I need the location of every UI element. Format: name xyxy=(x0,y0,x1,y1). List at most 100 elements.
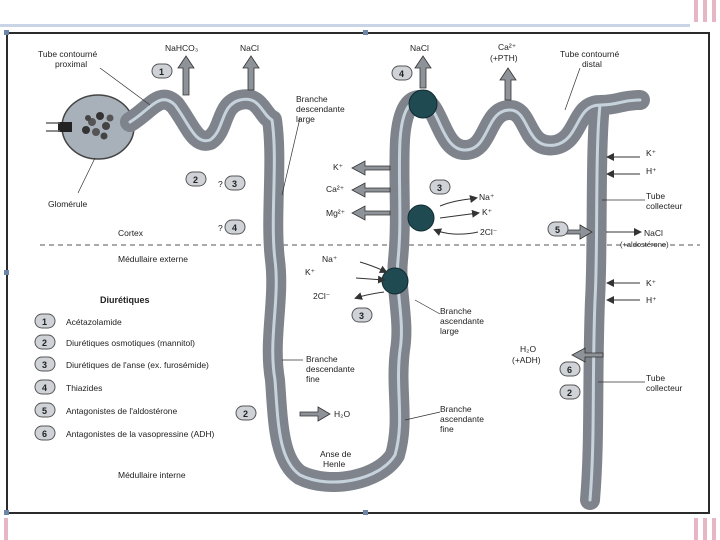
label-branche-desc-fine-3: fine xyxy=(306,374,320,384)
ion-ca-out: Ca²⁺ xyxy=(326,184,345,194)
svg-text:3: 3 xyxy=(232,179,237,189)
ion-nacl-coll-2: (+aldostérone) xyxy=(620,240,669,249)
label-branche-asc-fine-2: ascendante xyxy=(440,414,484,424)
badge-q3: 3 xyxy=(224,175,246,191)
svg-text:3: 3 xyxy=(359,311,364,321)
svg-text:1: 1 xyxy=(159,67,164,77)
frame-handle-bm[interactable] xyxy=(363,510,368,515)
label-branche-desc-large-3: large xyxy=(296,114,315,124)
badge-coll6: 6 xyxy=(559,361,581,377)
label-anse-henle-2: Henle xyxy=(323,459,345,469)
label-medullaire-interne: Médullaire interne xyxy=(118,470,186,480)
frame-handle-bl[interactable] xyxy=(4,510,9,515)
badges: 1 4 3 4 2 3 3 5 6 2 2 xyxy=(151,63,581,421)
label-branche-asc-large-2: ascendante xyxy=(440,316,484,326)
svg-text:Diurétiques de l'anse (ex. fur: Diurétiques de l'anse (ex. furosémide) xyxy=(66,360,209,370)
svg-text:Diurétiques osmotiques (mannit: Diurétiques osmotiques (mannitol) xyxy=(66,338,195,348)
label-tube-distal-1: Tube contourné xyxy=(560,49,619,59)
label-tube-collecteur-2a: Tube xyxy=(646,373,665,383)
label-branche-asc-large-1: Branche xyxy=(440,306,472,316)
badge-2-top: 2 xyxy=(185,171,207,187)
ion-h2o-adh-2: (+ADH) xyxy=(512,355,541,365)
legend-item: 1 Acétazolamide xyxy=(34,313,122,329)
ion-k-left: K⁺ xyxy=(305,267,316,277)
ion-na-in: Na⁺ xyxy=(479,192,495,202)
svg-text:6: 6 xyxy=(567,365,572,375)
frame-handle-tl[interactable] xyxy=(4,30,9,35)
svg-text:5: 5 xyxy=(555,225,560,235)
pump-thick-ascending-1 xyxy=(407,204,435,232)
pump-distal xyxy=(408,89,438,119)
label-tube-proximal-2: proximal xyxy=(55,59,87,69)
ion-mg-out: Mg²⁺ xyxy=(326,208,346,218)
label-branche-desc-large-2: descendante xyxy=(296,104,345,114)
label-tube-collecteur-1b: collecteur xyxy=(646,201,683,211)
svg-text:6: 6 xyxy=(42,429,47,439)
legend-title: Diurétiques xyxy=(100,295,150,305)
label-branche-desc-fine-2: descendante xyxy=(306,364,355,374)
svg-text:Acétazolamide: Acétazolamide xyxy=(66,317,122,327)
nephron-tubule xyxy=(120,89,650,510)
thin-arrows xyxy=(354,153,642,304)
label-branche-desc-large-1: Branche xyxy=(296,94,328,104)
legend-item: 4 Thiazides xyxy=(34,379,102,395)
ion-k-right: K⁺ xyxy=(646,148,657,158)
ion-nacl-asc: NaCl xyxy=(410,43,429,53)
legend-item: 6 Antagonistes de la vasopressine (ADH) xyxy=(34,425,215,441)
badge-asc3b: 3 xyxy=(351,307,373,323)
label-q1: ? xyxy=(218,179,223,189)
pointer-lines xyxy=(77,67,645,421)
badge-asc3: 3 xyxy=(429,179,451,195)
frame-handle-tm[interactable] xyxy=(363,30,368,35)
label-tube-collecteur-2b: collecteur xyxy=(646,383,683,393)
svg-text:2: 2 xyxy=(567,388,572,398)
label-tube-collecteur-1a: Tube xyxy=(646,191,665,201)
label-branche-asc-fine-3: fine xyxy=(440,424,454,434)
slide-top-rule xyxy=(0,24,690,27)
slide-corner-deco-top-2 xyxy=(703,0,707,22)
ion-k-out: K⁺ xyxy=(333,162,344,172)
svg-text:4: 4 xyxy=(399,69,404,79)
badge-coll5: 5 xyxy=(547,221,569,237)
svg-text:Antagonistes de la vasopressin: Antagonistes de la vasopressine (ADH) xyxy=(66,429,215,439)
label-branche-desc-fine-1: Branche xyxy=(306,354,338,364)
svg-text:Antagonistes de l'aldostérone: Antagonistes de l'aldostérone xyxy=(66,406,178,416)
slide-corner-deco-bottom-3 xyxy=(703,518,707,540)
ion-k-in: K⁺ xyxy=(482,207,493,217)
slide-corner-deco-top xyxy=(694,0,698,22)
label-q2: ? xyxy=(218,223,223,233)
ion-h-right: H⁺ xyxy=(646,166,657,176)
svg-text:Thiazides: Thiazides xyxy=(66,383,102,393)
transport-arrows xyxy=(177,55,604,422)
label-branche-asc-large-3: large xyxy=(440,326,459,336)
label-medullaire-externe: Médullaire externe xyxy=(118,254,188,264)
ion-h-right2: H⁺ xyxy=(646,295,657,305)
badge-q4: 4 xyxy=(224,219,246,235)
ion-k-right2: K⁺ xyxy=(646,278,657,288)
ion-cl-in: 2Cl⁻ xyxy=(480,227,498,237)
ion-nacl-prox: NaCl xyxy=(240,43,259,53)
svg-text:4: 4 xyxy=(42,383,47,393)
svg-text:1: 1 xyxy=(42,317,47,327)
ion-nahco3: NaHCO₃ xyxy=(165,43,198,53)
ion-h2o-adh-1: H₂O xyxy=(520,344,536,354)
label-cortex: Cortex xyxy=(118,228,144,238)
slide-corner-deco-top-3 xyxy=(712,0,716,22)
svg-text:3: 3 xyxy=(437,183,442,193)
ion-nacl-coll-1: NaCl xyxy=(644,228,663,238)
svg-text:2: 2 xyxy=(42,338,47,348)
svg-text:2: 2 xyxy=(193,175,198,185)
badge-dist: 4 xyxy=(391,65,413,81)
label-glomerule: Glomérule xyxy=(48,199,87,209)
ion-cl-left: 2Cl⁻ xyxy=(313,291,331,301)
ion-ca-pth-2: (+PTH) xyxy=(490,53,518,63)
label-branche-asc-fine-1: Branche xyxy=(440,404,472,414)
ion-h2o-fine: H₂O xyxy=(334,409,350,419)
legend-item: 2 Diurétiques osmotiques (mannitol) xyxy=(34,334,195,350)
svg-text:2: 2 xyxy=(243,409,248,419)
frame-handle-ml[interactable] xyxy=(4,270,9,275)
label-tube-proximal-1: Tube contourné xyxy=(38,49,97,59)
